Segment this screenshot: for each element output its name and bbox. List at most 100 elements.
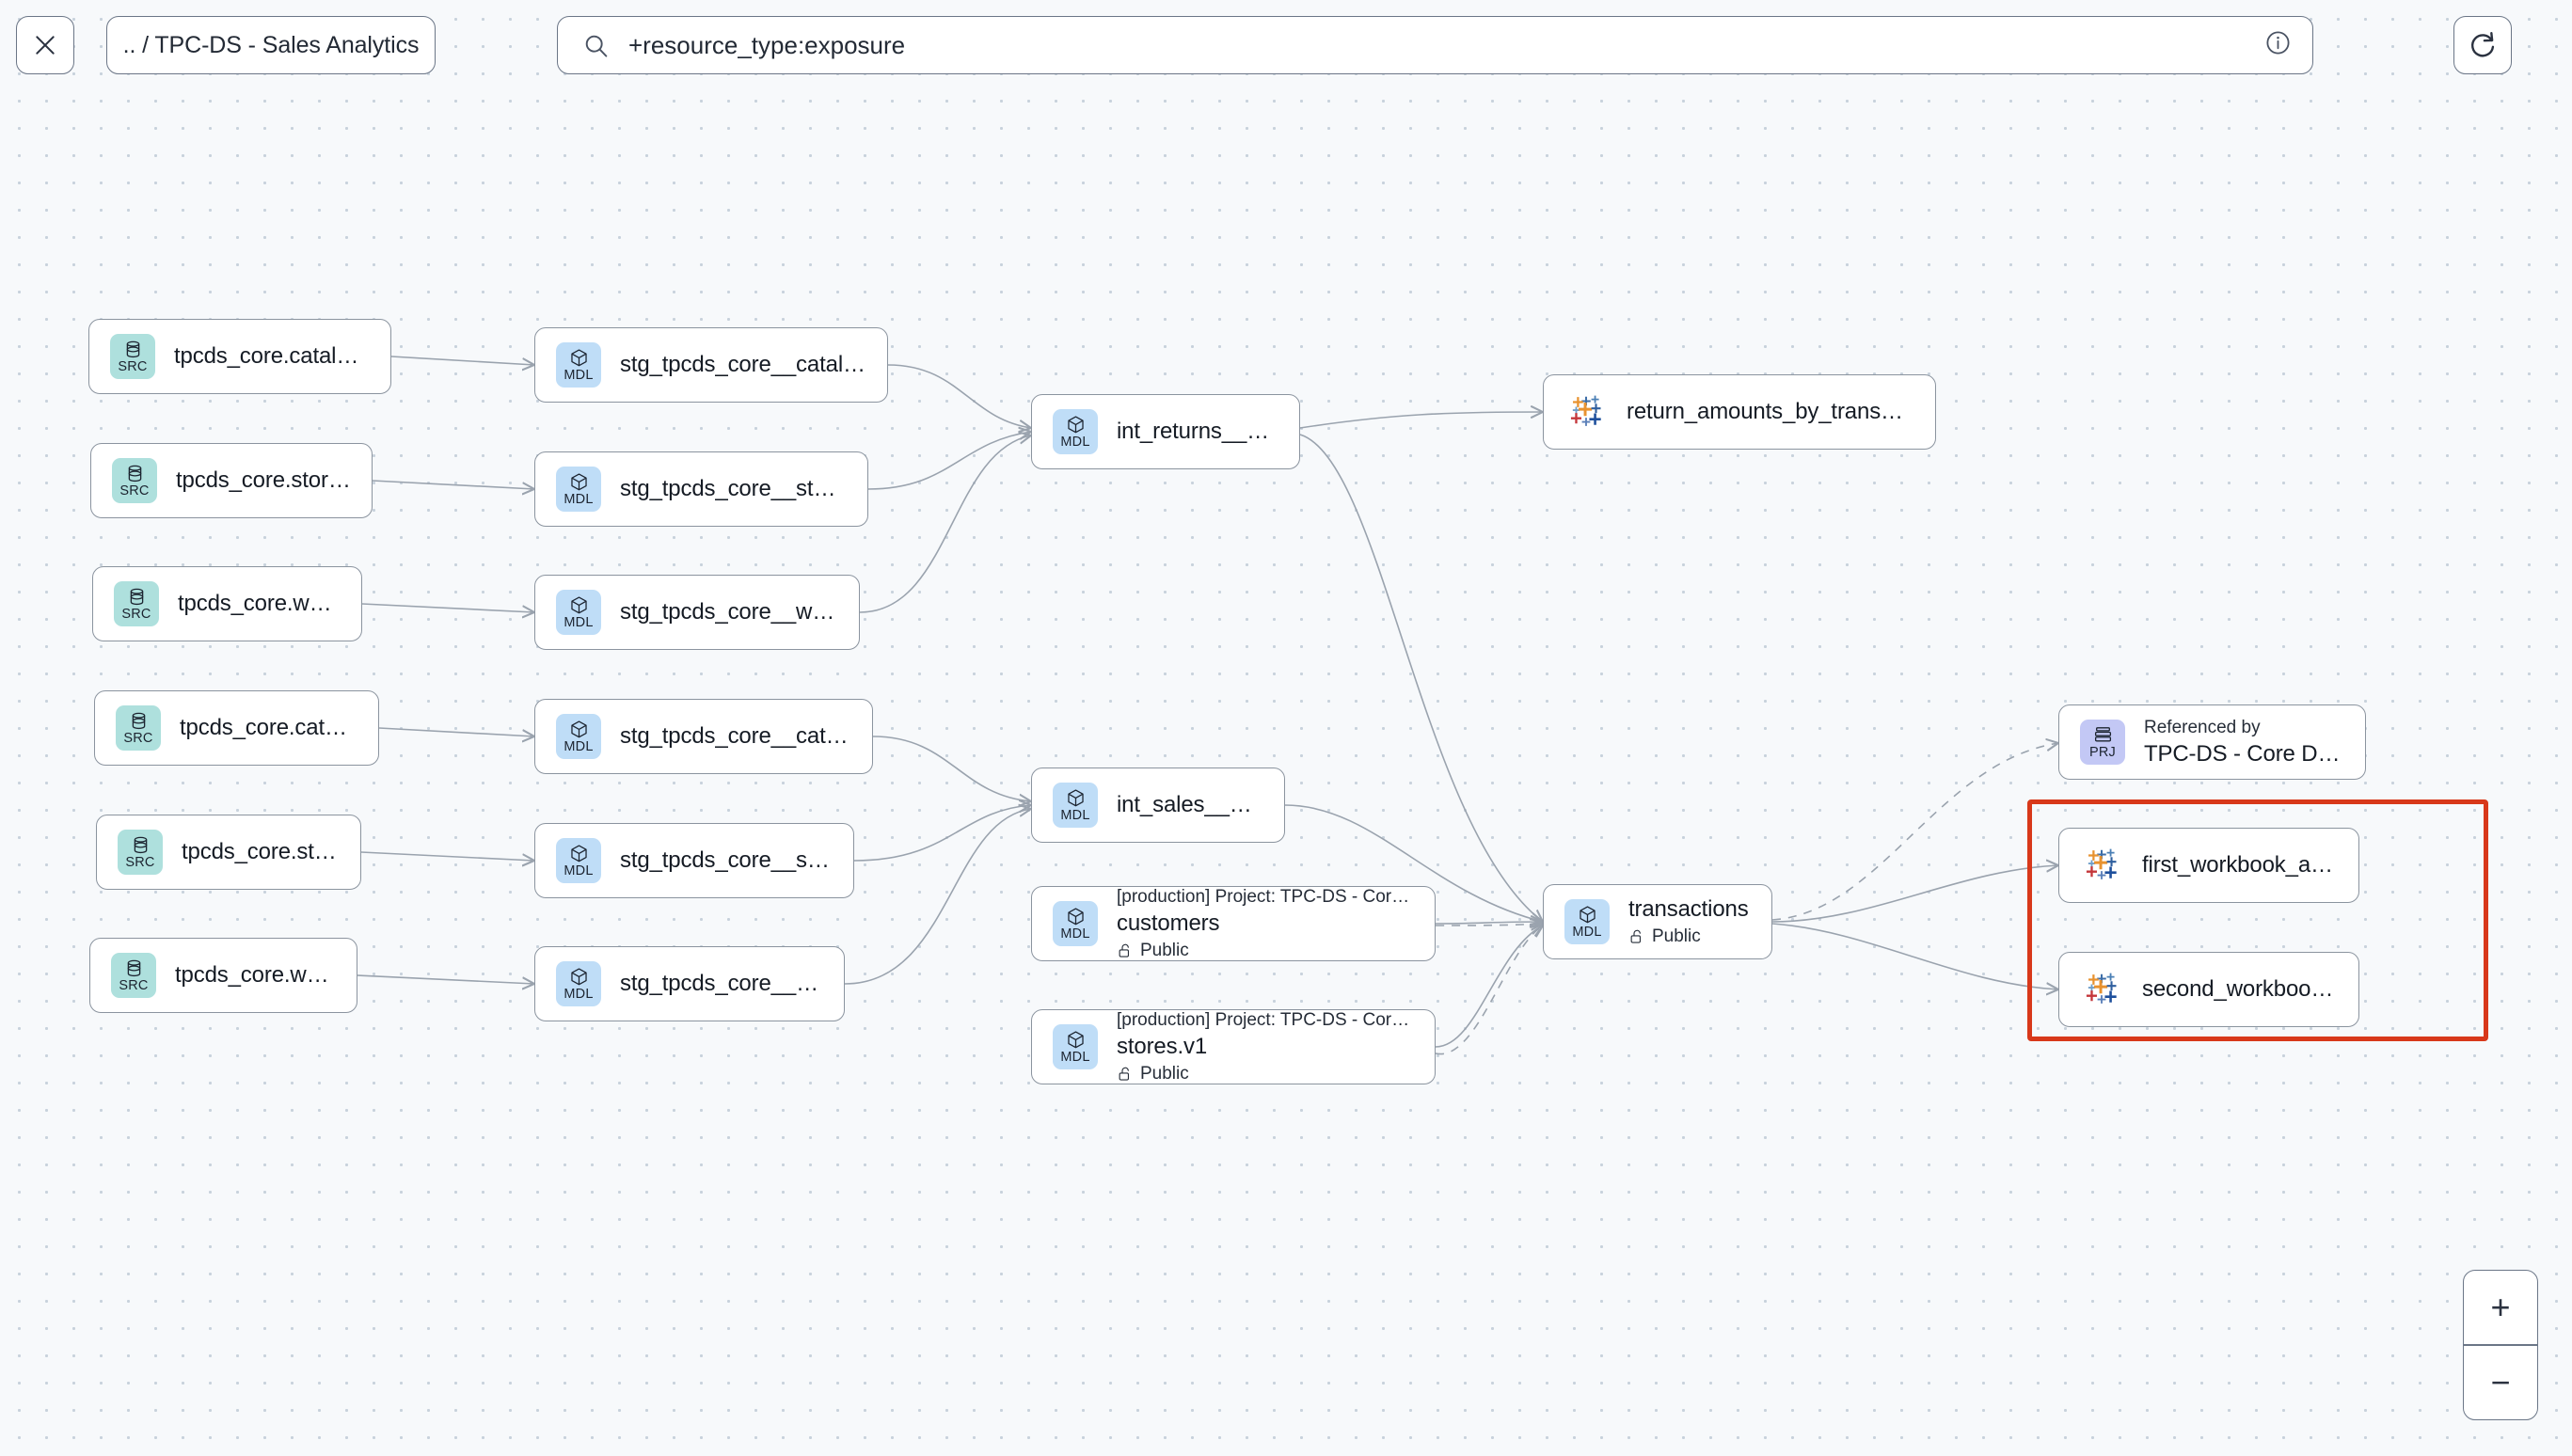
node-title: stg_tpcds_core__catalog_returns — [620, 352, 866, 377]
model-badge: MDL — [1564, 899, 1610, 944]
graph-node-src_web_sales[interactable]: SRC tpcds_core.web_sales — [89, 938, 357, 1013]
model-badge: MDL — [1053, 901, 1098, 946]
graph-node-src_catalog_returns[interactable]: SRC tpcds_core.catalog_returns — [88, 319, 391, 394]
node-subtitle: Referenced by — [2144, 717, 2261, 737]
zoom-controls: + − — [2463, 1270, 2538, 1420]
graph-node-stg_web_sales[interactable]: MDL stg_tpcds_core__web_sales — [534, 946, 845, 1021]
edges-transactions-to-exposures — [1771, 865, 2058, 989]
node-visibility: Public — [1117, 1064, 1414, 1084]
edges-mid-to-transactions — [1435, 922, 1543, 1048]
unlock-icon — [1630, 929, 1642, 943]
graph-node-second_workbook[interactable]: second_workbook_connected_to_live… — [2058, 952, 2359, 1027]
node-body: transactions Public — [1628, 896, 1751, 947]
database-icon — [127, 959, 140, 976]
close-icon — [36, 36, 55, 55]
model-badge: MDL — [556, 961, 601, 1006]
node-visibility: Public — [1628, 926, 1751, 947]
edges-src-to-stg — [357, 356, 534, 984]
source-badge: SRC — [111, 953, 156, 998]
badge-code: SRC — [118, 358, 148, 374]
breadcrumb[interactable]: .. / TPC-DS - Sales Analytics — [106, 16, 436, 74]
node-body: stg_tpcds_core__catalog_sales — [620, 723, 851, 750]
edges-stg-to-int — [844, 364, 1031, 985]
close-button[interactable] — [16, 16, 74, 74]
refresh-button[interactable] — [2453, 16, 2512, 74]
node-title: int_sales__unioned — [1117, 792, 1263, 817]
node-body: stg_tpcds_core__web_returns — [620, 599, 838, 625]
project-stack-icon — [2094, 726, 2111, 742]
node-title: tpcds_core.catalog_sales — [180, 715, 357, 740]
node-title: int_returns__unioned — [1117, 419, 1278, 444]
info-circle-icon[interactable] — [2264, 29, 2292, 61]
node-body: tpcds_core.web_returns — [178, 591, 341, 617]
node-visibility-label: Public — [1140, 940, 1189, 960]
source-badge: SRC — [116, 705, 161, 751]
graph-node-int_sales_unioned[interactable]: MDL int_sales__unioned — [1031, 768, 1285, 843]
graph-node-src_web_returns[interactable]: SRC tpcds_core.web_returns — [92, 566, 362, 641]
edges-dashed-project-ref — [1435, 743, 2058, 1055]
search-input[interactable]: +resource_type:exposure — [628, 30, 906, 59]
model-badge: MDL — [1053, 1024, 1098, 1069]
zoom-in-button[interactable]: + — [2490, 1288, 2511, 1327]
badge-code: MDL — [1060, 1049, 1090, 1065]
cube-icon — [570, 349, 587, 367]
database-icon — [128, 465, 141, 482]
badge-code: MDL — [1572, 924, 1602, 940]
node-body: stg_tpcds_core__store_returns — [620, 476, 847, 502]
node-title: return_amounts_by_transaction_type — [1627, 399, 1914, 424]
node-body: stg_tpcds_core__web_sales — [620, 971, 823, 997]
badge-code: SRC — [119, 483, 150, 499]
graph-node-stores_v1[interactable]: MDL [production] Project: TPC-DS - Core D… — [1031, 1009, 1436, 1084]
graph-node-stg_store_returns[interactable]: MDL stg_tpcds_core__store_returns — [534, 451, 868, 527]
database-icon — [132, 712, 145, 729]
node-title: stores.v1 — [1117, 1033, 1208, 1059]
badge-code: MDL — [1060, 807, 1090, 823]
node-title: tpcds_core.store_returns — [176, 467, 351, 493]
model-badge: MDL — [1053, 409, 1098, 454]
badge-code: MDL — [564, 863, 594, 878]
refresh-icon — [2470, 32, 2495, 57]
node-title: stg_tpcds_core__store_returns — [620, 476, 847, 501]
graph-node-stg_web_returns[interactable]: MDL stg_tpcds_core__web_returns — [534, 575, 860, 650]
node-body: [production] Project: TPC-DS - Core Data… — [1117, 887, 1414, 961]
cube-icon — [1579, 906, 1596, 924]
badge-code: SRC — [121, 606, 151, 622]
node-title: stg_tpcds_core__web_sales — [620, 971, 823, 996]
search-bar[interactable]: +resource_type:exposure — [557, 16, 2313, 74]
node-title: tpcds_core.web_returns — [178, 591, 341, 616]
node-title: tpcds_core.store_sales — [182, 839, 340, 864]
edges-int-to-downstream — [1284, 412, 1543, 922]
node-visibility-label: Public — [1140, 1063, 1189, 1084]
graph-node-src_catalog_sales[interactable]: SRC tpcds_core.catalog_sales — [94, 690, 379, 766]
node-subtitle: [production] Project: TPC-DS - Core Data… — [1117, 1009, 1414, 1030]
node-body: tpcds_core.store_returns — [176, 467, 351, 494]
project-badge: PRJ — [2080, 720, 2125, 765]
graph-node-transactions[interactable]: MDL transactions Public — [1543, 884, 1772, 959]
model-badge: MDL — [556, 590, 601, 635]
zoom-out-button[interactable]: − — [2490, 1362, 2511, 1401]
node-body: stg_tpcds_core__store_sales — [620, 847, 833, 874]
node-body: tpcds_core.web_sales — [175, 962, 336, 989]
graph-node-customers[interactable]: MDL [production] Project: TPC-DS - Core D… — [1031, 886, 1436, 961]
graph-node-src_store_returns[interactable]: SRC tpcds_core.store_returns — [90, 443, 373, 518]
node-title: stg_tpcds_core__store_sales — [620, 847, 833, 873]
graph-node-return_amounts[interactable]: return_amounts_by_transaction_type — [1543, 374, 1936, 450]
model-badge: MDL — [1053, 783, 1098, 828]
node-title: tpcds_core.catalog_returns — [174, 343, 370, 369]
cube-icon — [570, 845, 587, 863]
badge-code: MDL — [1060, 926, 1090, 942]
tableau-icon — [1570, 395, 1601, 426]
graph-node-first_workbook[interactable]: first_workbook_attached_to_tpc-ds_-_… — [2058, 828, 2359, 903]
graph-node-stg_store_sales[interactable]: MDL stg_tpcds_core__store_sales — [534, 823, 854, 898]
model-badge: MDL — [556, 467, 601, 512]
graph-node-int_returns_unioned[interactable]: MDL int_returns__unioned — [1031, 394, 1300, 469]
node-visibility: Public — [1117, 941, 1414, 961]
database-icon — [126, 340, 139, 357]
badge-code: MDL — [564, 491, 594, 507]
node-body: first_workbook_attached_to_tpc-ds_-_… — [2142, 852, 2338, 878]
